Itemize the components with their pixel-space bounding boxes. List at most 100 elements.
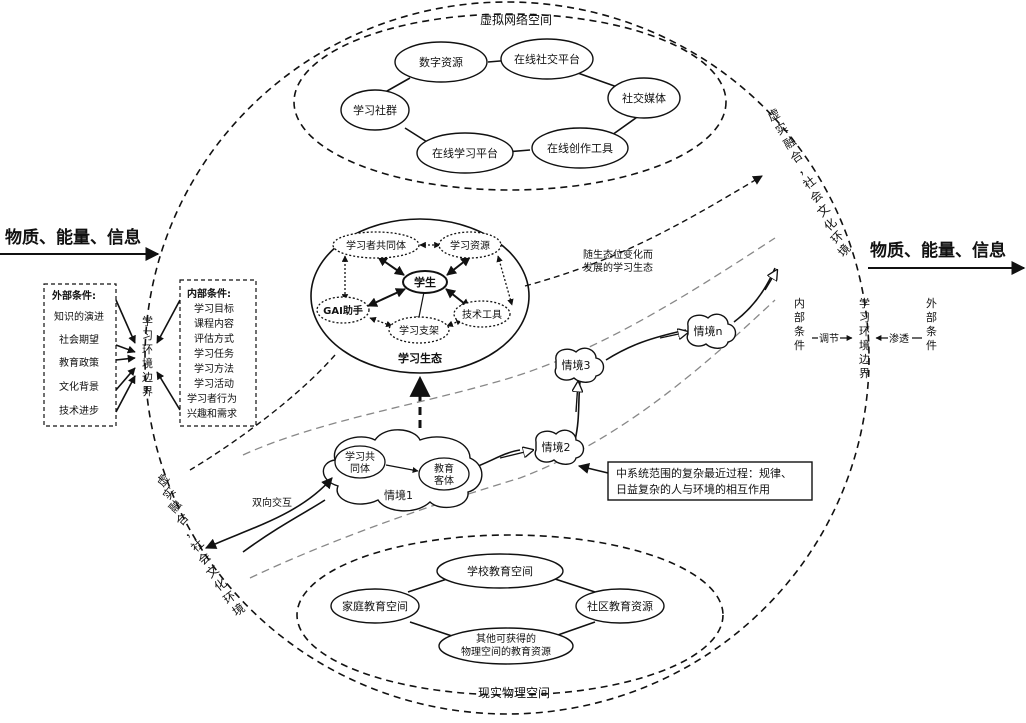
interaction-label: 双向交互 — [252, 496, 292, 509]
node-community — [340, 89, 410, 131]
channel-lower — [249, 299, 776, 579]
object-label-l1: 教育 — [434, 462, 454, 475]
situation-3-label: 情境3 — [562, 358, 591, 372]
label-family: 家庭教育空间 — [342, 599, 408, 613]
node-scaffold — [388, 316, 450, 344]
ecology-to-left-arc — [189, 354, 336, 471]
internal-item: 兴趣和需求 — [187, 407, 237, 420]
internal-item: 学习目标 — [194, 302, 234, 315]
label-learner-community: 学习者共同体 — [346, 239, 406, 252]
arc-char: 虚 — [765, 106, 782, 124]
external-item: 文化背景 — [59, 380, 99, 393]
label-community: 学习社群 — [353, 103, 397, 117]
external-conditions-box — [43, 283, 117, 427]
node-social-media — [607, 77, 681, 119]
node-gai — [316, 296, 370, 324]
external-item: 知识的演进 — [54, 310, 104, 323]
internal-item: 学习任务 — [194, 347, 234, 360]
left-boundary-char: 境 — [142, 356, 153, 370]
right-internal-char: 部 — [794, 310, 805, 324]
arc-label-bottom-left: 虚 实 融 合 ， 社 会 文 化 环 境 — [154, 471, 248, 619]
right-boundary-char: 界 — [859, 367, 870, 380]
right-boundary-char: 边 — [859, 353, 870, 366]
label-community-edu: 社区教育资源 — [587, 599, 653, 613]
regulate-label: 调节 — [819, 333, 839, 345]
learning-ecology-circle — [310, 218, 530, 374]
right-boundary-char: 境 — [859, 338, 870, 352]
co-to-object-arrow — [385, 464, 419, 473]
ecology-to-arc-arrow — [524, 175, 763, 287]
node-social-platform — [500, 38, 594, 80]
internal-item: 学习活动 — [194, 377, 234, 390]
channel-upper — [242, 237, 776, 456]
situation-2-label: 情境2 — [542, 440, 571, 454]
co-label-l1: 学习共 — [345, 450, 375, 463]
permeate-label: 渗透 — [889, 332, 909, 345]
arrow-to-sn — [659, 332, 688, 338]
internal-conditions-box — [179, 279, 257, 427]
node-edu-object — [418, 457, 470, 491]
external-item: 技术进步 — [59, 404, 99, 417]
arrow-to-s3 — [576, 382, 578, 413]
label-other-l2: 物理空间的教育资源 — [461, 645, 551, 658]
left-boundary-char: 边 — [142, 371, 153, 384]
regulate-label-bg — [818, 330, 840, 344]
right-boundary-char: 习 — [859, 311, 870, 324]
node-student — [402, 270, 448, 294]
physical-space-ellipse — [296, 534, 724, 696]
arc-label-top-right: 虚 实 融 合 ， 社 会 文 化 环 境 — [765, 106, 853, 260]
node-school — [436, 553, 564, 589]
label-digital: 数字资源 — [419, 55, 463, 69]
node-community-edu — [575, 588, 665, 624]
label-learning-resources: 学习资源 — [450, 239, 490, 252]
right-external-char: 部 — [926, 310, 937, 324]
zpd-box — [607, 461, 813, 501]
node-online-learning — [416, 132, 514, 174]
situation-n-label: 情境n — [694, 324, 723, 338]
label-creation-tools: 在线创作工具 — [547, 141, 613, 155]
flow-in-label: 物质、能量、信息 — [5, 227, 141, 248]
label-scaffold: 学习支架 — [399, 324, 439, 337]
outer-boundary-circle — [144, 1, 870, 715]
physical-node-links — [407, 577, 596, 637]
internal-item: 课程内容 — [194, 317, 234, 330]
interaction-arrow — [204, 477, 333, 549]
left-boundary-char: 环 — [142, 343, 153, 356]
right-internal-char: 条 — [794, 324, 805, 338]
right-boundary-char: 学 — [859, 296, 870, 310]
zpd-line1: 中系统范围的复杂最近过程：规律、 — [616, 466, 792, 480]
zpd-pointer — [577, 462, 609, 474]
node-family — [330, 588, 420, 624]
cloud-situation-n — [686, 313, 737, 349]
ecology-note-l1: 随生态位变化而 — [583, 248, 653, 261]
cloud-situation-2 — [534, 429, 585, 465]
right-external-char: 条 — [926, 324, 937, 338]
right-internal-char: 内 — [794, 296, 805, 310]
internal-item: 学习方法 — [194, 362, 234, 375]
label-gai: GAI助手 — [323, 304, 363, 317]
right-boundary-char: 环 — [859, 325, 870, 338]
node-tools — [453, 300, 511, 328]
external-item: 社会期望 — [59, 333, 99, 346]
external-item: 教育政策 — [59, 356, 99, 369]
co-label-l2: 同体 — [350, 463, 370, 475]
node-creation-tools — [531, 127, 629, 169]
label-online-learning: 在线学习平台 — [432, 146, 498, 160]
node-learning-resources — [438, 231, 502, 259]
flow-out-label: 物质、能量、信息 — [870, 240, 1006, 261]
right-boundary-label: 学 习 环 境 边 界 — [859, 296, 870, 380]
label-other-l1: 其他可获得的 — [476, 632, 536, 645]
arrow-to-s2 — [499, 450, 533, 459]
label-school: 学校教育空间 — [467, 564, 533, 578]
internal-item: 评估方式 — [194, 332, 234, 345]
ecology-note-l2: 发展的学习生态 — [583, 261, 653, 274]
virtual-nodes — [340, 38, 681, 174]
node-learner-community — [332, 231, 420, 259]
label-social-media: 社交媒体 — [622, 91, 666, 105]
cloud-situation-3 — [554, 347, 605, 383]
left-boundary-char: 习 — [142, 329, 153, 342]
label-social-platform: 在线社交平台 — [514, 52, 580, 66]
right-external-char: 件 — [926, 339, 937, 352]
